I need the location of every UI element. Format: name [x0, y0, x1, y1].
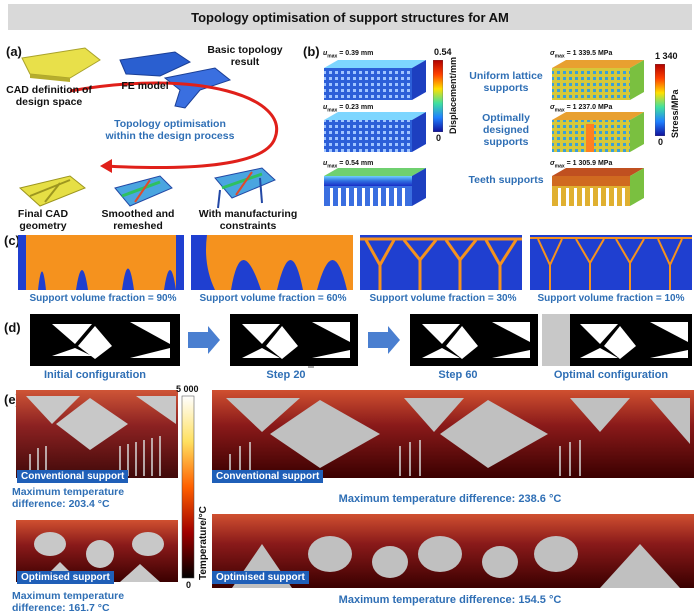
temp-diff-left-2: Maximum temperature difference: 161.7 °C: [12, 590, 125, 614]
temp-cb-max: 5 000: [176, 384, 199, 394]
process-arrow: [69, 81, 279, 170]
fraction-10-label: Support volume fraction = 10%: [537, 293, 685, 304]
final-cad-shape: [18, 175, 86, 207]
disp-cb-title: Displacement/mm: [448, 56, 458, 134]
u-max-1: umax = 0.39 mm: [323, 50, 374, 60]
stress-model-optimal: [552, 112, 644, 152]
basic-topology-label: Basic topology result: [207, 44, 283, 68]
teeth-supports-label: Teeth supports: [468, 174, 544, 186]
disp-cb-max: 0.54: [434, 47, 452, 57]
temp-diff-right-2: Maximum temperature difference: 154.5 °C: [338, 594, 562, 606]
panel-d-label: (d): [4, 320, 21, 335]
stress-model-teeth: [552, 168, 644, 206]
uniform-lattice-label: Uniform lattice supports: [469, 70, 543, 94]
fraction-60-image: [191, 235, 353, 290]
displacement-colorbar: [433, 60, 443, 132]
disp-model-uniform: [324, 60, 426, 100]
temp-diff-left-1: Maximum temperature difference: 203.4 °C: [12, 486, 125, 510]
optimised-tag-small: Optimised support: [17, 571, 114, 584]
optimal-supports-label: Optimally designed supports: [482, 112, 530, 148]
figure-title: Topology optimisation of support structu…: [8, 4, 692, 30]
stress-colorbar: [655, 64, 665, 136]
fraction-90-label: Support volume fraction = 90%: [29, 293, 177, 304]
temp-diff-right-1: Maximum temperature difference: 238.6 °C: [338, 493, 562, 505]
optimised-tag-large: Optimised support: [212, 571, 309, 584]
arrow-2: [368, 326, 400, 354]
process-label: Topology optimisation within the design …: [105, 118, 235, 142]
initial-configuration-image: [30, 314, 180, 366]
step-60-label: Step 60: [438, 369, 478, 381]
manufacturing-label: With manufacturing constraints: [198, 208, 298, 232]
panel-b-label: (b): [303, 44, 320, 59]
cad-definition-label: CAD definition of design space: [6, 84, 92, 108]
step-20-label: Step 20: [266, 369, 306, 381]
u-max-2: umax = 0.23 mm: [323, 104, 374, 114]
temp-cb-min: 0: [186, 580, 192, 590]
conventional-tag-small: Conventional support: [17, 470, 129, 483]
fraction-10-image: [530, 235, 692, 290]
cad-design-space-shape: [21, 47, 101, 79]
stress-cb-min: 0: [658, 137, 664, 147]
optimal-configuration-image: [542, 314, 692, 366]
panel-c-label: (c): [4, 233, 20, 248]
fraction-90-image: [18, 235, 184, 290]
temperature-colorbar: [181, 395, 195, 579]
manufacturing-shape: [214, 167, 276, 209]
disp-model-teeth: [324, 168, 426, 206]
stress-max-1: σmax = 1 339.5 MPa: [550, 50, 613, 60]
temp-cb-title: Temperature/°C: [198, 506, 209, 580]
conventional-support-small: [16, 390, 178, 478]
smoothed-remeshed-shape: [114, 175, 173, 207]
panel-d-sequence: [30, 314, 692, 368]
stress-model-uniform: [552, 60, 644, 100]
panel-e-label: (e): [4, 392, 20, 407]
smoothed-label: Smoothed and remeshed: [101, 208, 175, 232]
stress-cb-max: 1 340: [655, 51, 678, 61]
step-60-image: [410, 314, 538, 366]
displacement-models: [324, 60, 426, 206]
u-max-3: umax = 0.54 mm: [323, 160, 374, 170]
fe-model-shape: [119, 51, 192, 77]
panel-a-label: (a): [6, 44, 22, 59]
fraction-60-label: Support volume fraction = 60%: [199, 293, 347, 304]
basic-topology-shape: [163, 67, 232, 109]
conventional-tag-large: Conventional support: [212, 470, 324, 483]
optimal-configuration-label: Optimal configuration: [553, 369, 669, 381]
disp-cb-min: 0: [436, 133, 442, 143]
stress-cb-title: Stress/MPa: [670, 89, 680, 138]
fe-model-label: FE model: [121, 80, 169, 92]
stress-models: [552, 60, 644, 206]
step-20-image: [230, 314, 358, 368]
arrow-1: [188, 326, 220, 354]
stress-max-2: σmax = 1 237.0 MPa: [550, 104, 613, 114]
fraction-30-image: [360, 235, 522, 290]
conventional-support-large: [212, 390, 694, 478]
stress-max-3: σmax = 1 305.9 MPa: [550, 160, 613, 170]
final-cad-label: Final CAD geometry: [17, 208, 69, 232]
fraction-30-label: Support volume fraction = 30%: [369, 293, 517, 304]
initial-configuration-label: Initial configuration: [43, 369, 147, 381]
disp-model-optimal: [324, 112, 426, 152]
panel-a-diagram: [18, 47, 279, 209]
